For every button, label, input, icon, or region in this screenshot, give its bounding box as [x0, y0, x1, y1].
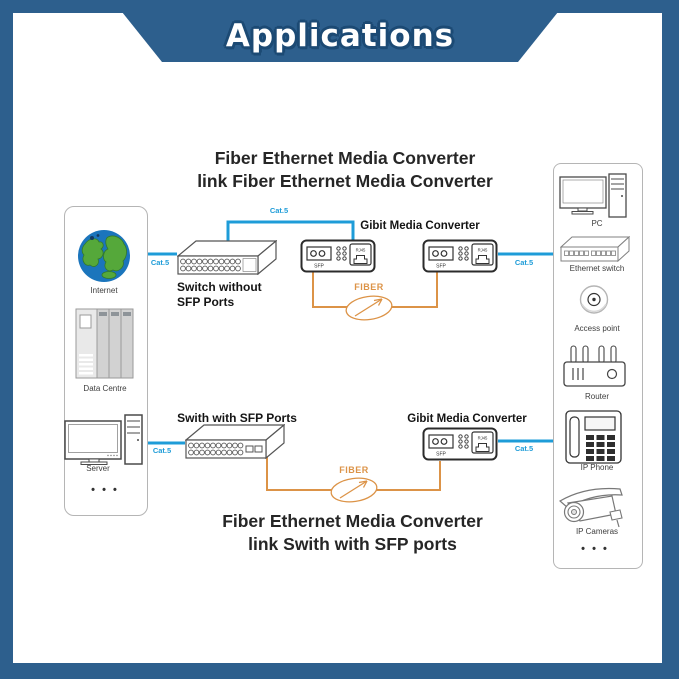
ethernet-switch-icon	[560, 236, 630, 263]
ethernet-switch-label: Ethernet switch	[569, 264, 625, 273]
media-converter-icon: SFP RJ45	[422, 239, 498, 273]
page-title: Applications	[225, 18, 455, 54]
ip-camera-icon	[558, 487, 623, 528]
rj45-port-label: RJ45	[356, 248, 366, 253]
access-point-icon	[579, 285, 609, 314]
switch-without-sfp-label-line1: Switch without	[177, 280, 262, 294]
title-banner: Applications	[122, 12, 558, 62]
media-converter-icon: SFP RJ45	[422, 427, 498, 461]
top-heading: Fiber Ethernet Media Converter link Fibe…	[155, 147, 535, 193]
fiber-coil-icon	[330, 477, 378, 503]
cat5-label: Cat.5	[514, 444, 534, 453]
data-centre-icon	[75, 308, 134, 379]
media-converter-icon: SFP RJ45	[300, 239, 376, 273]
ip-phone-label: IP Phone	[580, 463, 614, 472]
ip-phone-icon	[565, 410, 622, 464]
router-label: Router	[584, 392, 609, 401]
left-more-devices: • • •	[91, 484, 119, 496]
cat5-label: Cat.5	[152, 446, 172, 455]
access-point-label: Access point	[574, 324, 620, 333]
internet-label: Internet	[90, 286, 118, 295]
bottom-heading-line2: link Swith with SFP ports	[248, 534, 457, 554]
switch-without-sfp-label-line2: SFP Ports	[177, 295, 235, 309]
fiber-label: FIBER	[339, 465, 369, 475]
cat5-label: Cat.5	[269, 206, 289, 215]
internet-globe-icon	[78, 230, 130, 282]
rj45-port-label: RJ45	[478, 248, 488, 253]
bottom-heading: Fiber Ethernet Media Converter link Swit…	[165, 510, 540, 556]
bottom-heading-line1: Fiber Ethernet Media Converter	[222, 511, 483, 531]
switch-without-sfp-label: Switch without SFP Ports	[177, 280, 297, 310]
media-converter-bottom-label: Gibit Media Converter	[407, 413, 527, 425]
server-icon	[64, 414, 143, 465]
switch-with-sfp-icon	[185, 424, 285, 459]
switch-without-sfp-icon	[177, 240, 277, 275]
cat5-label: Cat.5	[150, 258, 170, 267]
fiber-label: FIBER	[354, 282, 384, 292]
fiber-coil-icon	[345, 295, 393, 321]
cat5-label: Cat.5	[514, 258, 534, 267]
switch-with-sfp-label: Swith with SFP Ports	[177, 411, 297, 425]
sfp-port-label: SFP	[314, 264, 324, 270]
rj45-port-label: RJ45	[478, 436, 488, 441]
data-centre-label: Data Centre	[83, 384, 127, 393]
sfp-port-label: SFP	[436, 264, 446, 270]
sfp-port-label: SFP	[436, 452, 446, 458]
server-label: Server	[86, 464, 110, 473]
pc-icon	[559, 173, 627, 218]
top-heading-line1: Fiber Ethernet Media Converter	[214, 148, 476, 168]
cat5-line-switch-converter	[226, 220, 355, 243]
top-heading-line2: link Fiber Ethernet Media Converter	[197, 171, 493, 191]
pc-label: PC	[591, 219, 603, 228]
right-more-devices: • • •	[581, 543, 609, 555]
ip-cameras-label: IP Cameras	[575, 527, 619, 536]
router-icon	[563, 345, 626, 387]
media-converter-top-label: Gibit Media Converter	[360, 220, 480, 232]
